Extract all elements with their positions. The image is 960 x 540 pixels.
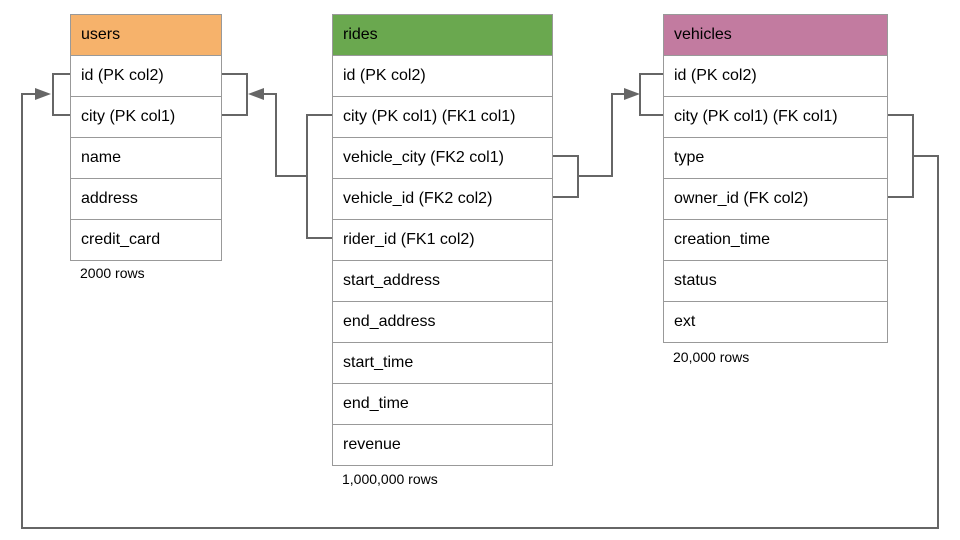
fk-route-line	[21, 93, 939, 529]
fk2-route-line	[578, 93, 624, 177]
rides-column-end-time: end_time	[333, 383, 552, 424]
rides-column-id: id (PK col2)	[333, 55, 552, 96]
fk2-arrowhead-icon	[624, 88, 640, 100]
fk1-rides-bracket	[306, 114, 332, 239]
rides-column-end-address: end_address	[333, 301, 552, 342]
vehicles-row-count-label: 20,000 rows	[673, 349, 750, 365]
fk-users-bracket	[52, 73, 70, 116]
vehicles-column-owner-id: owner_id (FK col2)	[664, 178, 887, 219]
users-column-address: address	[71, 178, 221, 219]
rides-column-vehicle-id: vehicle_id (FK2 col2)	[333, 178, 552, 219]
table-users-header: users	[71, 15, 221, 55]
fk1-users-bracket	[222, 73, 248, 116]
users-column-city: city (PK col1)	[71, 96, 221, 137]
fk1-route-line	[264, 93, 307, 177]
fk2-rides-to-vehicles-connector	[553, 73, 663, 198]
table-vehicles-header: vehicles	[664, 15, 887, 55]
rides-column-start-time: start_time	[333, 342, 552, 383]
rides-column-rider-id: rider_id (FK1 col2)	[333, 219, 552, 260]
users-column-name: name	[71, 137, 221, 178]
vehicles-column-creation-time: creation_time	[664, 219, 887, 260]
table-users: users id (PK col2) city (PK col1) name a…	[70, 14, 222, 261]
vehicles-column-city: city (PK col1) (FK col1)	[664, 96, 887, 137]
vehicles-column-type: type	[664, 137, 887, 178]
fk1-arrowhead-icon	[248, 88, 264, 100]
fk1-rides-to-users-connector	[222, 73, 332, 239]
rides-column-start-address: start_address	[333, 260, 552, 301]
users-row-count-label: 2000 rows	[80, 265, 145, 281]
vehicles-column-id: id (PK col2)	[664, 55, 887, 96]
users-column-credit-card: credit_card	[71, 219, 221, 260]
rides-row-count-label: 1,000,000 rows	[342, 471, 438, 487]
vehicles-column-status: status	[664, 260, 887, 301]
table-rides: rides id (PK col2) city (PK col1) (FK1 c…	[332, 14, 553, 466]
rides-column-revenue: revenue	[333, 424, 552, 465]
rides-column-vehicle-city: vehicle_city (FK2 col1)	[333, 137, 552, 178]
fk-vehicles-bracket	[888, 114, 914, 198]
vehicles-column-ext: ext	[664, 301, 887, 342]
fk2-vehicles-bracket	[639, 73, 663, 116]
table-rides-header: rides	[333, 15, 552, 55]
users-column-id: id (PK col2)	[71, 55, 221, 96]
fk2-rides-bracket	[553, 155, 579, 198]
fk-arrowhead-icon	[35, 88, 51, 100]
fk-vehicles-to-users-connector	[21, 73, 939, 529]
table-vehicles: vehicles id (PK col2) city (PK col1) (FK…	[663, 14, 888, 343]
rides-column-city: city (PK col1) (FK1 col1)	[333, 96, 552, 137]
